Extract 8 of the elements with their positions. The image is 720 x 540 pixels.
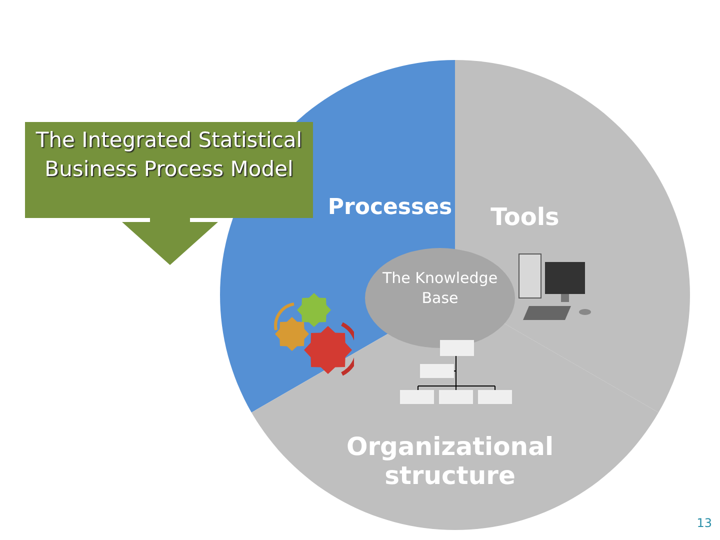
callout-box: [25, 122, 313, 267]
segment-title: Processes: [326, 195, 454, 220]
node-label: The Knowledge Base: [381, 268, 499, 308]
knowledge-base-ellipse: [365, 248, 515, 348]
segment-title: Organizational structure: [345, 432, 555, 490]
callout-text: The Integrated Statistical Business Process Model: [34, 127, 304, 183]
segment-title: Tools: [490, 203, 560, 231]
page-number: 13: [696, 516, 712, 530]
